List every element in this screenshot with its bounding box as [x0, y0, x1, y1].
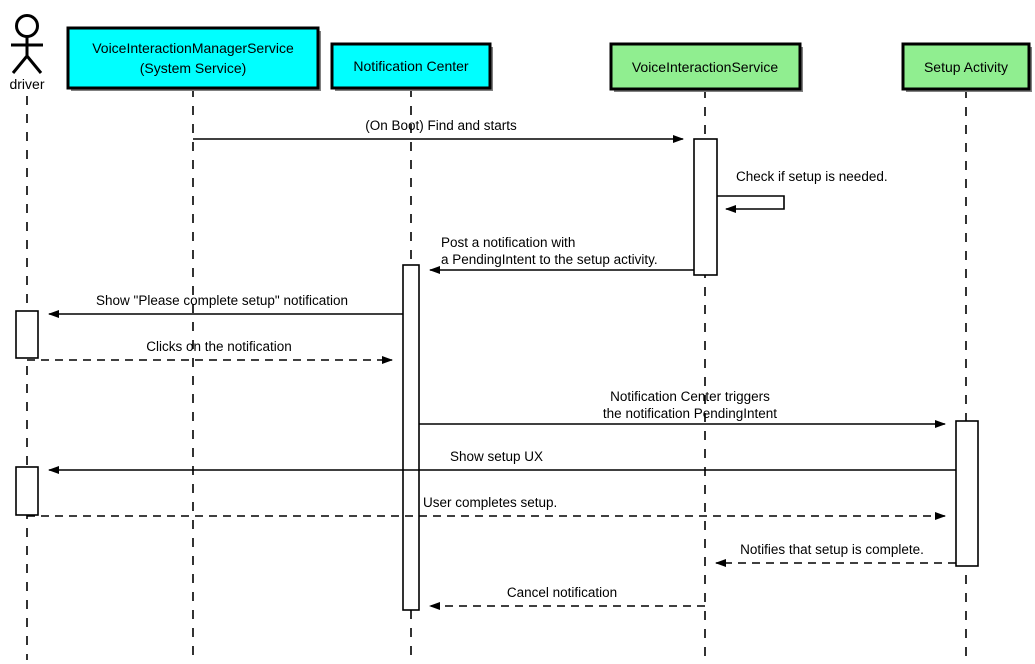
participant-label-vis: VoiceInteractionService [632, 59, 779, 75]
participant-box-notification-center-rect[interactable] [330, 42, 492, 90]
message-notification-center-triggers-pendingintent[interactable]: Notification Center triggers the notific… [419, 389, 946, 428]
participant-label-notification-center: Notification Center [353, 58, 469, 74]
activation-bar-notification-center-1 [402, 264, 420, 611]
message-label: Cancel notification [507, 585, 617, 600]
actor-head-icon [15, 14, 39, 38]
actor-driver: driver [9, 14, 45, 92]
message-label: Notifies that setup is complete. [740, 542, 924, 557]
activation-bar-setup-activity-1 [955, 420, 979, 567]
message-label: (On Boot) Find and starts [365, 118, 517, 133]
participant-box-setup-activity-rect[interactable] [901, 42, 1031, 91]
participant-label-vims-line1: VoiceInteractionManagerService [92, 40, 294, 56]
participant-box-vims-rect[interactable] [66, 26, 320, 90]
participant-box-setup-activity[interactable]: Setup Activity [901, 42, 1032, 92]
participant-box-notification-center[interactable]: Notification Center [330, 42, 493, 91]
message-label: Clicks on the notification [146, 339, 292, 354]
activation-bar-driver-1 [15, 310, 39, 359]
actor-leg-right-icon [25, 55, 43, 74]
message-user-completes-setup[interactable]: User completes setup. [27, 495, 946, 520]
message-label-line2: the notification PendingIntent [603, 406, 777, 421]
participant-label-setup-activity: Setup Activity [924, 59, 1008, 75]
participant-box-vis-rect[interactable] [609, 42, 802, 91]
activation-bar-vis-1 [693, 138, 718, 276]
actor-label-driver: driver [9, 76, 44, 92]
message-notifies-that-setup-is-complete[interactable]: Notifies that setup is complete. [715, 542, 956, 567]
message-check-if-setup-is-needed[interactable]: Check if setup is needed. [717, 169, 888, 213]
activation-bars-group [15, 138, 979, 611]
message-on-boot-find-and-starts[interactable]: (On Boot) Find and starts [193, 118, 684, 143]
message-label: Show setup UX [450, 449, 543, 464]
participant-box-vis[interactable]: VoiceInteractionService [609, 42, 803, 92]
message-label-line2: a PendingIntent to the setup activity. [441, 252, 658, 267]
participant-label-vims-line2: (System Service) [140, 60, 247, 76]
participant-box-vims[interactable]: VoiceInteractionManagerService (System S… [66, 26, 321, 91]
message-label-line1: Notification Center triggers [610, 389, 770, 404]
message-label: Show "Please complete setup" notificatio… [96, 293, 348, 308]
activation-bar-driver-2 [15, 466, 39, 516]
message-cancel-notification[interactable]: Cancel notification [429, 585, 705, 610]
message-post-notification-pendingintent[interactable]: Post a notification with a PendingIntent… [429, 235, 694, 274]
message-self-loop [717, 195, 785, 213]
message-show-setup-ux[interactable]: Show setup UX [48, 449, 956, 474]
message-show-please-complete-setup-notification[interactable]: Show "Please complete setup" notificatio… [48, 293, 403, 318]
message-clicks-on-the-notification[interactable]: Clicks on the notification [27, 339, 393, 364]
message-label-line1: Post a notification with [441, 235, 575, 250]
message-label: Check if setup is needed. [736, 169, 888, 184]
message-label: User completes setup. [423, 495, 557, 510]
actor-leg-left-icon [11, 55, 29, 74]
